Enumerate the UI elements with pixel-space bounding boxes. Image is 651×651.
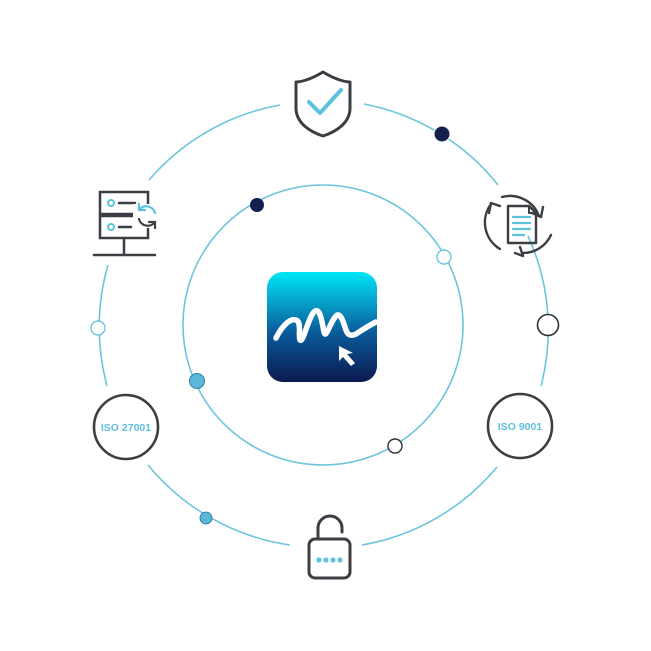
cursor-icon xyxy=(339,346,355,366)
signature-app-icon xyxy=(267,272,379,382)
document-sync-icon xyxy=(483,194,553,258)
inner-dot-teal xyxy=(189,373,205,389)
iso-9001-label: ISO 9001 xyxy=(498,421,543,433)
inner-dot-white xyxy=(436,249,452,265)
outer-dot-navy xyxy=(433,125,451,143)
shield-check-icon xyxy=(294,70,352,138)
inner-dot-white-dark xyxy=(387,438,403,454)
inner-ring xyxy=(182,184,464,466)
outer-dot-teal xyxy=(199,511,213,525)
server-sync-icon xyxy=(92,190,159,257)
padlock-unlocked-icon xyxy=(307,514,352,580)
outer-dot-white xyxy=(90,320,106,336)
outer-dot-white-large xyxy=(536,313,560,337)
iso-27001-label: ISO 27001 xyxy=(101,422,151,434)
iso-27001-badge: ISO 27001 xyxy=(92,393,160,461)
iso-9001-badge: ISO 9001 xyxy=(486,392,554,460)
inner-dot-navy xyxy=(250,198,264,212)
